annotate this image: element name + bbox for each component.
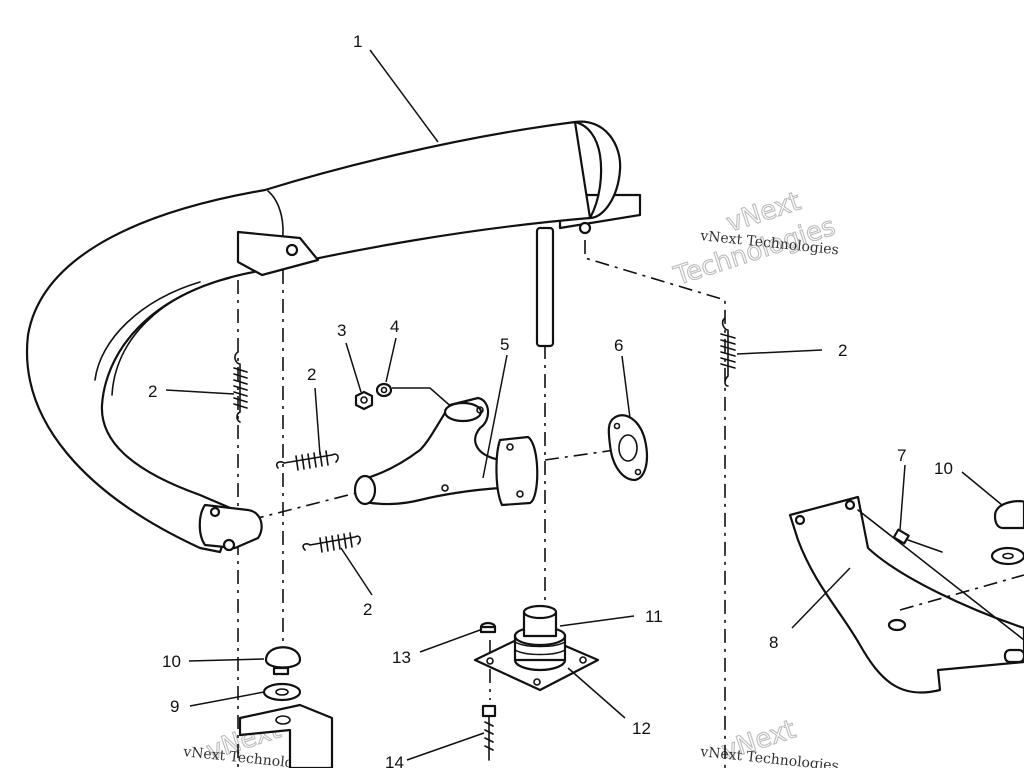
spring-left — [233, 351, 248, 423]
callout-13: 13 — [392, 648, 411, 667]
washer-part-9 — [262, 682, 302, 702]
nut-part-3 — [354, 390, 374, 411]
gasket-part-6 — [607, 414, 649, 482]
callout-12: 12 — [632, 719, 651, 738]
callout-11: 11 — [645, 607, 663, 626]
callout-10: 10 — [934, 459, 953, 478]
nut-part-13 — [479, 621, 497, 634]
callout-4: 4 — [390, 317, 399, 336]
exhaust-y-manifold — [353, 396, 539, 507]
callout-2: 2 — [148, 382, 157, 401]
rubber-mount-part-11 — [513, 604, 567, 672]
watermark-right-bottom: vNext vNext Technologies — [699, 714, 840, 768]
spring-center-lower — [302, 532, 361, 553]
callout-7: 7 — [897, 446, 906, 465]
frame-bracket-left — [238, 703, 334, 768]
callout-1: 1 — [353, 32, 362, 51]
muffler-assembly — [25, 120, 642, 554]
callout-2: 2 — [307, 365, 316, 384]
screw-part-7 — [892, 528, 943, 553]
callout-6: 6 — [614, 336, 623, 355]
assembly-lines — [237, 240, 726, 768]
callout-10: 10 — [162, 652, 181, 671]
callout-5: 5 — [500, 335, 509, 354]
callout-2: 2 — [363, 600, 372, 619]
callout-3: 3 — [337, 321, 346, 340]
washer-part-4 — [375, 382, 393, 398]
leader-lines — [165, 49, 1003, 761]
callout-labels: 1 2 2 2 2 3 4 5 6 7 8 9 10 10 11 12 13 1… — [148, 32, 953, 768]
callout-2: 2 — [838, 341, 847, 360]
callout-14: 14 — [385, 753, 404, 768]
watermark-right-top: Technologies vNext vNext Technologies — [669, 186, 839, 292]
spring-center-upper — [275, 450, 339, 471]
cap-part-10-right — [990, 499, 1024, 566]
callout-8: 8 — [769, 633, 778, 652]
bracket-part-8 — [788, 495, 1024, 694]
callout-9: 9 — [170, 697, 179, 716]
spring-right — [720, 317, 736, 387]
bolt-part-14 — [481, 704, 497, 761]
cap-part-10-left — [264, 646, 302, 676]
